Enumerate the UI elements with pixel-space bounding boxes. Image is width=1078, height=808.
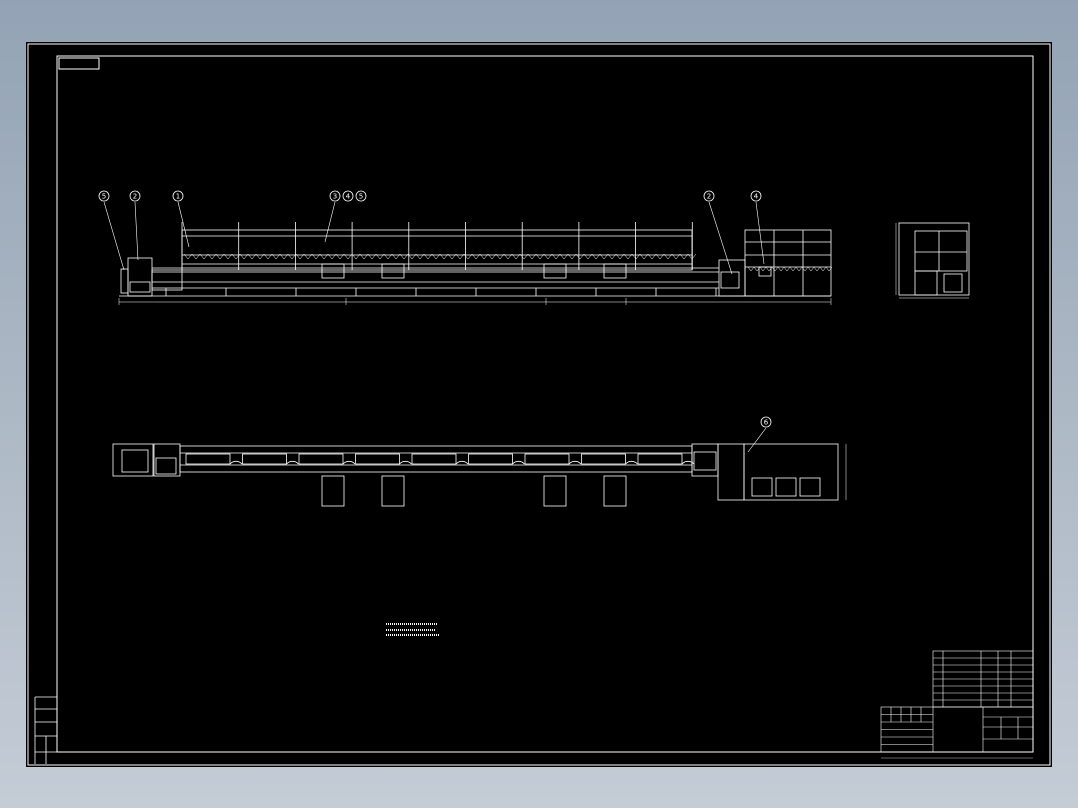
balloon-number: 4	[754, 193, 759, 201]
balloon-number: 6	[764, 419, 769, 427]
plan-cooling-section	[743, 443, 839, 501]
plan-cell	[581, 453, 626, 465]
part-balloon: 6	[760, 416, 772, 428]
plan-cell	[468, 453, 513, 465]
balloon-number: 4	[346, 193, 351, 201]
code-stamp	[58, 57, 100, 70]
front-elevation-view	[118, 222, 833, 305]
balloon-number: 5	[359, 193, 363, 201]
plan-arc	[625, 460, 638, 465]
side-strip	[34, 696, 57, 764]
plan-arc	[455, 460, 469, 465]
part-balloon: 5	[355, 190, 367, 202]
plan-cell	[185, 453, 231, 465]
plan-arc	[512, 460, 525, 465]
balloon-leaders	[103, 201, 767, 453]
cooling-section	[744, 229, 832, 297]
balloon-number: 1	[176, 193, 180, 201]
balloon-number: 3	[333, 193, 337, 201]
side-elevation-view	[895, 222, 970, 299]
plan-left-unit	[112, 443, 154, 477]
balloon-number: 2	[707, 193, 711, 201]
plan-cell	[298, 453, 344, 465]
outer-border	[27, 43, 1051, 766]
cooling-zigzag	[747, 266, 833, 272]
technical-notes	[386, 623, 440, 636]
balloon-number: 2	[133, 193, 137, 201]
plan-arc	[399, 460, 412, 465]
plan-cell	[524, 453, 570, 465]
part-balloon: 2	[129, 190, 141, 202]
left-loading-station	[127, 257, 153, 297]
part-balloon: 4	[342, 190, 354, 202]
plan-cell	[411, 453, 457, 465]
plan-conveyor-body	[179, 445, 693, 473]
plan-cell	[355, 453, 400, 465]
plan-view	[112, 443, 847, 507]
part-balloon: 3	[329, 190, 341, 202]
heater-zigzag	[183, 253, 697, 260]
left-small-unit	[120, 268, 129, 294]
plan-arc	[568, 460, 582, 465]
part-balloon: 1	[172, 190, 184, 202]
plan-arc	[681, 460, 695, 465]
plan-arc	[286, 460, 299, 465]
right-transfer-unit	[718, 259, 746, 297]
title-block	[880, 706, 1034, 759]
plan-arc	[229, 460, 243, 465]
part-balloon: 4	[750, 190, 762, 202]
bill-of-materials	[932, 650, 1034, 708]
plan-cell	[242, 453, 287, 465]
balloon-number: 5	[102, 193, 106, 201]
inner-border	[56, 55, 1034, 753]
plan-arc	[342, 460, 356, 465]
plan-cell	[637, 453, 683, 465]
part-balloon: 5	[98, 190, 110, 202]
part-balloon: 2	[703, 190, 715, 202]
